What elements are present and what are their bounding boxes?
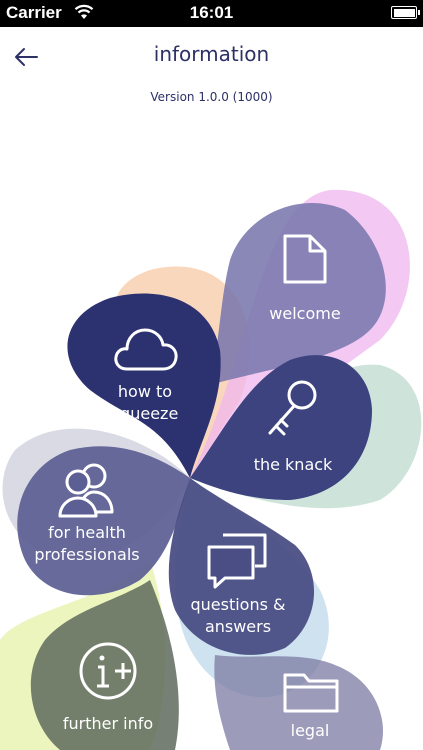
petal-legal xyxy=(214,655,383,750)
battery-icon xyxy=(391,6,420,19)
back-arrow-icon xyxy=(15,48,38,66)
health-professionals-label-line2: professionals xyxy=(34,545,140,564)
questions-answers-label-line2: answers xyxy=(204,617,272,636)
wifi-icon xyxy=(74,4,94,24)
petal-health-professionals xyxy=(17,446,191,596)
version-text: Version 1.0.0 (1000) xyxy=(150,90,273,104)
chat-bubbles-icon xyxy=(207,533,267,589)
questions-answers-label-line1: questions & xyxy=(190,595,286,614)
further-info-label: further info xyxy=(62,714,154,733)
cloud-icon xyxy=(114,328,178,371)
petal-welcome xyxy=(210,203,386,385)
for-health-professionals-button[interactable] xyxy=(10,448,180,588)
how-to-squeeze-label-line2: squeeze xyxy=(111,404,179,423)
petal-how-to-squeeze xyxy=(67,293,221,478)
petal-the-knack xyxy=(190,355,372,500)
folder-icon xyxy=(283,673,339,713)
questions-answers-button[interactable] xyxy=(170,520,315,650)
info-plus-icon xyxy=(79,642,137,700)
welcome-label: welcome xyxy=(269,304,341,323)
legal-label: legal xyxy=(290,721,330,740)
status-bar: Carrier 16:01 xyxy=(0,0,423,27)
the-knack-label: the knack xyxy=(253,455,333,474)
people-icon xyxy=(58,463,114,518)
health-professionals-label-line1: for health xyxy=(48,523,126,542)
navigation-bar: information xyxy=(0,27,423,87)
carrier-label: Carrier xyxy=(6,3,62,22)
the-knack-button[interactable] xyxy=(220,362,370,492)
welcome-button[interactable] xyxy=(225,205,375,345)
further-info-button[interactable] xyxy=(30,620,170,750)
back-button[interactable] xyxy=(8,39,44,75)
clock: 16:01 xyxy=(189,3,234,22)
legal-button[interactable] xyxy=(230,660,380,750)
petal-further-info xyxy=(30,580,179,750)
page-title: information xyxy=(153,42,270,66)
how-to-squeeze-label-line1: how to xyxy=(117,382,173,401)
document-icon xyxy=(283,234,327,284)
how-to-squeeze-button[interactable] xyxy=(70,300,215,440)
key-icon xyxy=(268,380,317,436)
